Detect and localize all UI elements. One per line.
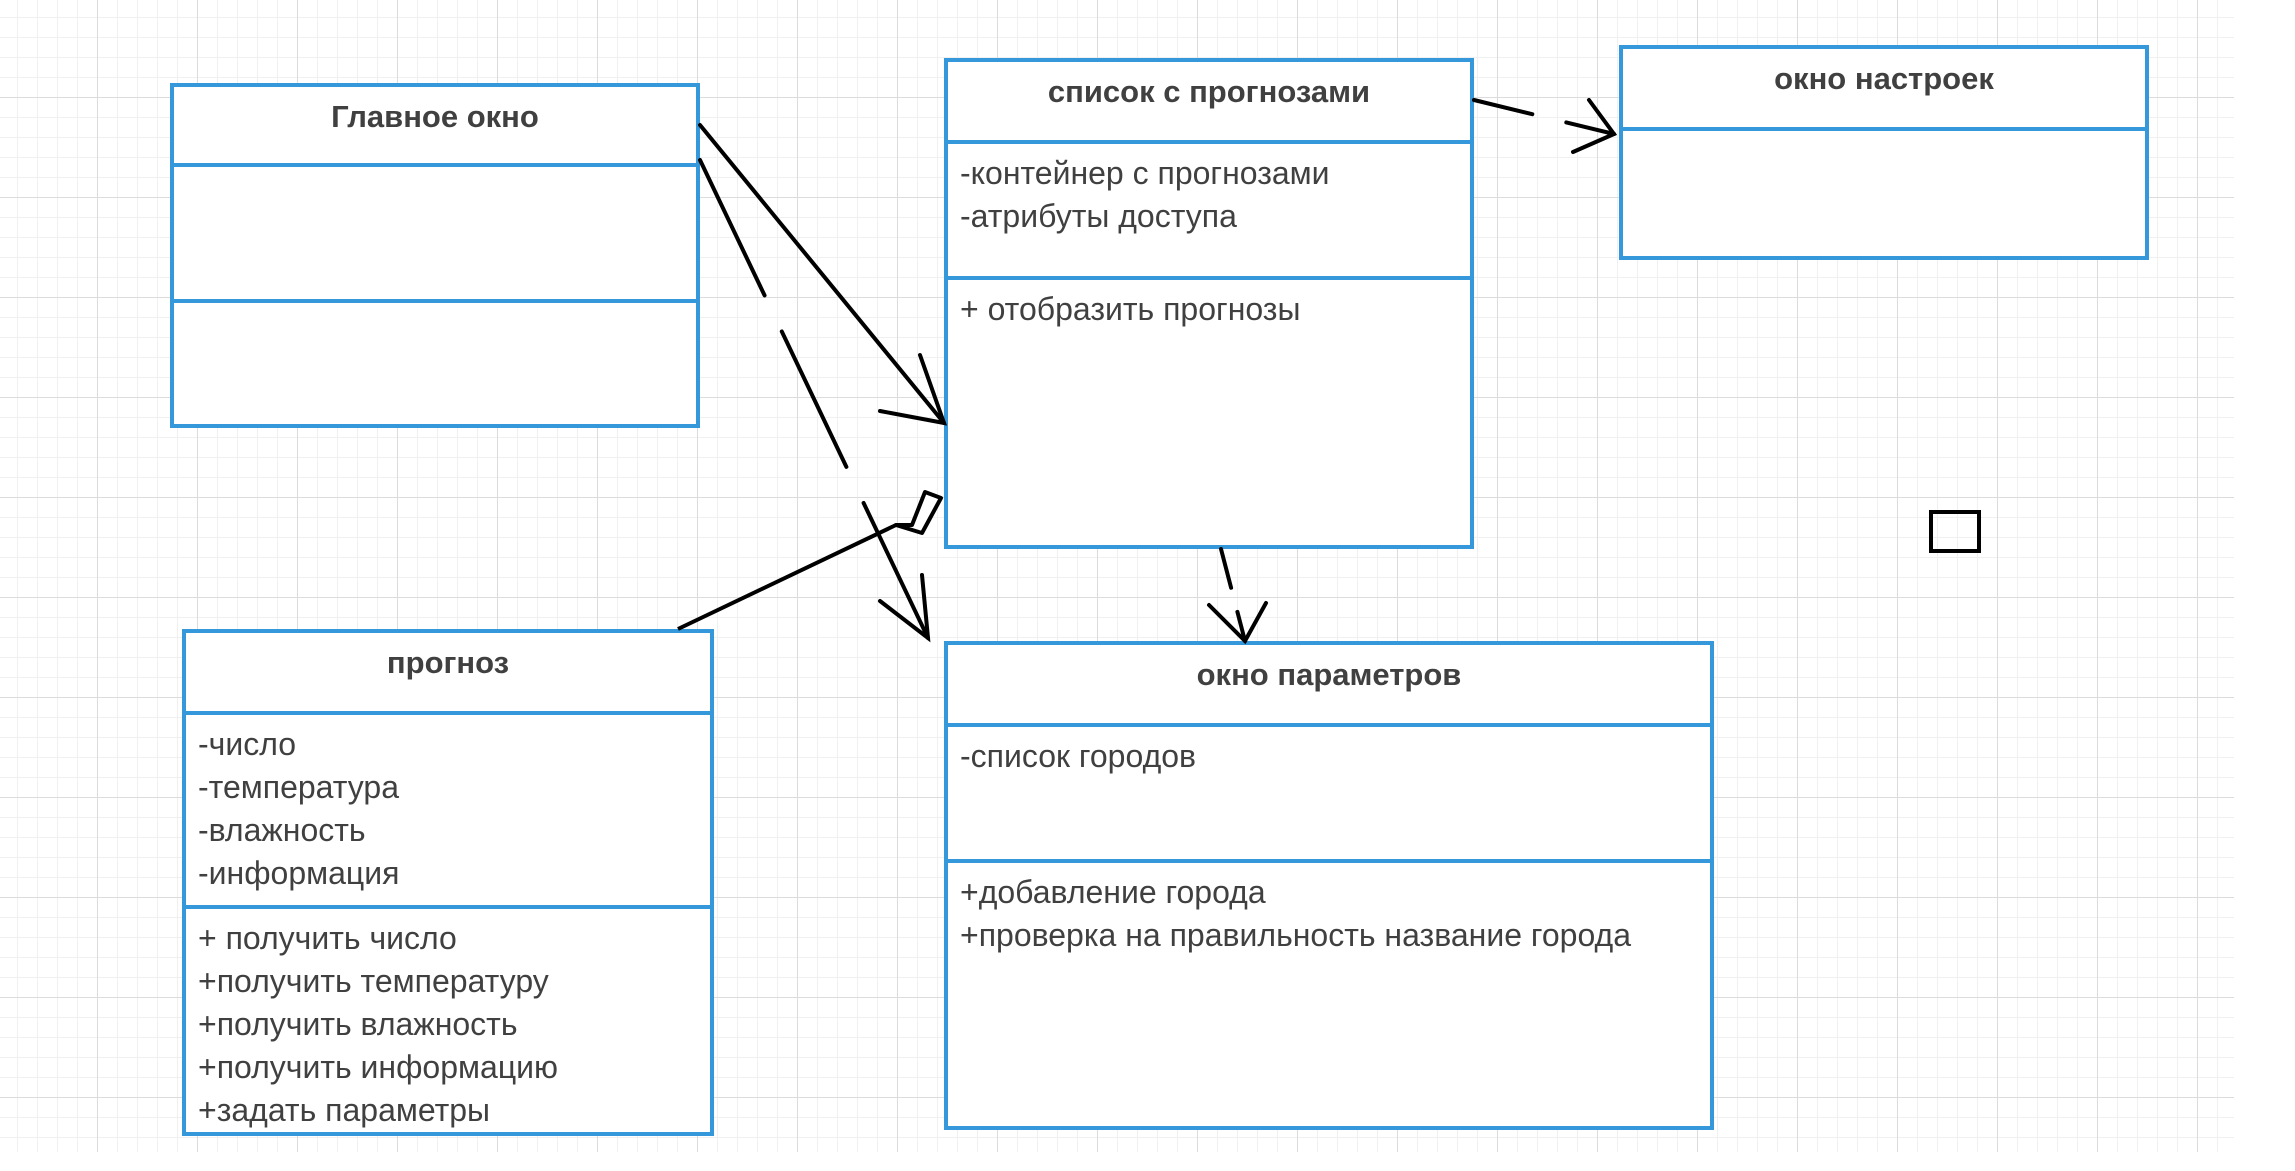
method: +задать параметры [198, 1092, 491, 1128]
class-forecast[interactable]: прогноз -число -температура -влажность -… [182, 629, 714, 1136]
class-settings-window-title: окно настроек [1623, 49, 2145, 131]
attribute: -контейнер с прогнозами [960, 155, 1330, 191]
open-arrowhead-icon [1571, 98, 1618, 154]
hollow-diamond-icon [894, 490, 943, 535]
method: +проверка на правильность название город… [960, 917, 1631, 953]
method: +получить влажность [198, 1006, 518, 1042]
class-main-window-title: Главное окно [174, 87, 696, 167]
dependency-forecast-list-to-parameters[interactable] [1207, 547, 1268, 645]
method: + отобразить прогнозы [960, 291, 1301, 327]
open-arrowhead-icon [878, 573, 931, 643]
association-line [698, 123, 946, 425]
class-parameters-window-title: окно параметров [948, 645, 1710, 727]
dependency-forecast-list-to-settings[interactable] [1472, 98, 1618, 154]
attribute: -число [198, 726, 297, 762]
association-main-to-forecast-list[interactable] [698, 123, 948, 426]
class-main-window-methods [174, 299, 696, 424]
open-arrowhead-icon [878, 353, 948, 426]
open-arrowhead-icon [1207, 601, 1268, 645]
dependency-main-to-parameters[interactable] [698, 158, 931, 643]
attribute: -информация [198, 855, 400, 891]
method: +добавление города [960, 874, 1266, 910]
class-forecast-list-methods: + отобразить прогнозы [948, 276, 1470, 545]
aggregation-forecast-to-forecast-list[interactable] [677, 490, 943, 631]
class-parameters-window-attributes: -список городов [948, 727, 1710, 859]
attribute: -температура [198, 769, 400, 805]
class-forecast-methods: + получить число +получить температуру +… [186, 905, 710, 1132]
class-main-window[interactable]: Главное окно [170, 83, 700, 428]
aggregation-line [677, 523, 897, 631]
class-parameters-window[interactable]: окно параметров -список городов +добавле… [944, 641, 1714, 1130]
class-settings-window-attributes [1623, 131, 2145, 256]
attribute: -список городов [960, 738, 1197, 774]
attribute: -влажность [198, 812, 366, 848]
class-settings-window[interactable]: окно настроек [1619, 45, 2149, 260]
attribute: -атрибуты доступа [960, 198, 1237, 234]
class-parameters-window-methods: +добавление города +проверка на правильн… [948, 859, 1710, 1126]
class-forecast-list-attributes: -контейнер с прогнозами -атрибуты доступ… [948, 144, 1470, 276]
method: +получить информацию [198, 1049, 559, 1085]
dependency-line [1219, 547, 1247, 643]
class-main-window-attributes [174, 167, 696, 299]
class-forecast-list[interactable]: список с прогнозами -контейнер с прогноз… [944, 58, 1474, 549]
dependency-line [1472, 98, 1616, 136]
class-forecast-list-title: список с прогнозами [948, 62, 1470, 144]
method: +получить температуру [198, 963, 549, 999]
class-forecast-attributes: -число -температура -влажность -информац… [186, 715, 710, 905]
class-forecast-title: прогноз [186, 633, 710, 715]
dependency-line [698, 158, 930, 640]
method: + получить число [198, 920, 457, 956]
stray-square-shape[interactable] [1929, 510, 1981, 553]
